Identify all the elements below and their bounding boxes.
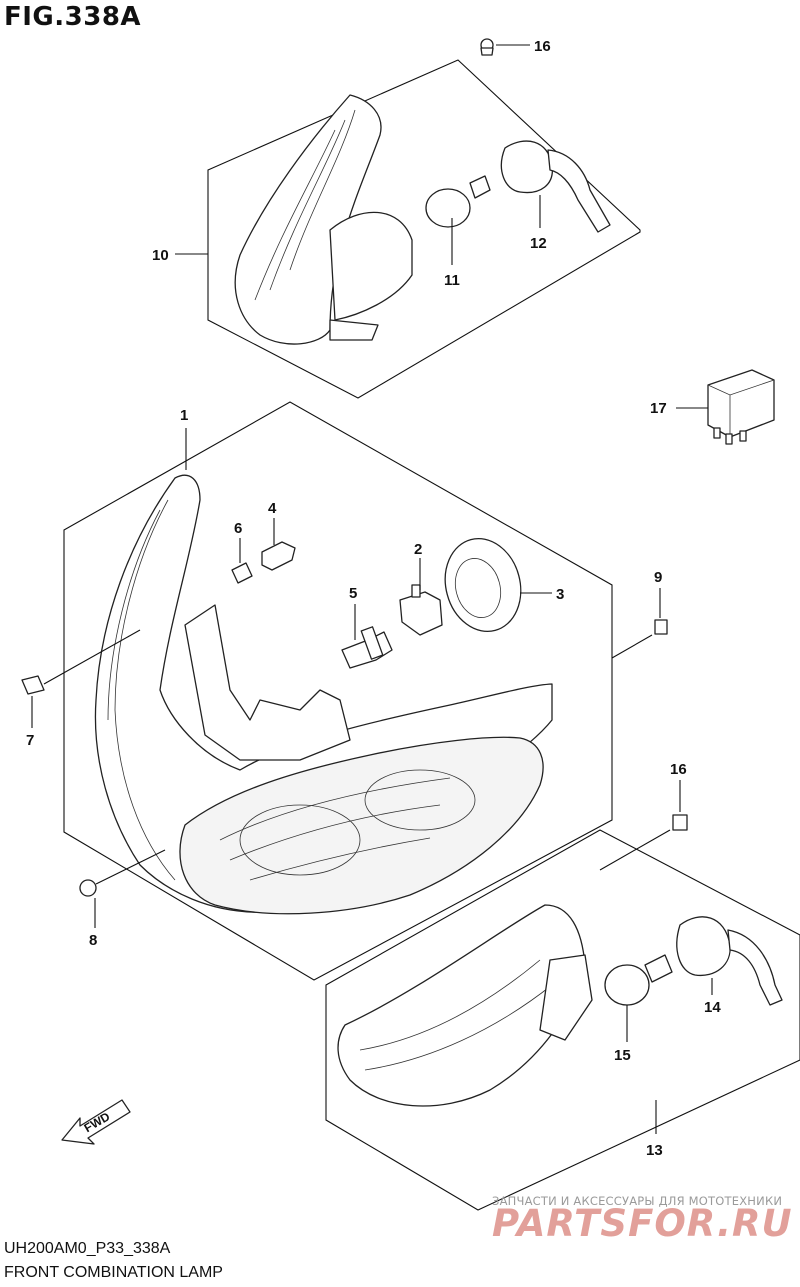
- callout-16-lower: 16: [670, 761, 687, 778]
- group-frame-lower: [325, 829, 800, 1211]
- fwd-arrow: FWD: [61, 1099, 131, 1145]
- callout-7: 7: [26, 732, 34, 749]
- socket-2: [399, 584, 443, 636]
- callout-15: 15: [614, 1047, 631, 1064]
- callout-17: 17: [650, 400, 667, 417]
- turn-signal-lens-upper: [234, 94, 382, 345]
- callout-11: 11: [444, 272, 460, 289]
- headlight-bulb-5: [341, 626, 393, 669]
- callout-14: 14: [704, 999, 721, 1016]
- screw-9: [654, 619, 668, 635]
- watermark-tagline: ЗАПЧАСТИ И АКСЕССУАРЫ ДЛЯ МОТОТЕХНИКИ: [492, 1194, 783, 1208]
- callout-13: 13: [646, 1142, 663, 1159]
- callout-10: 10: [152, 247, 169, 264]
- callout-1: 1: [180, 407, 188, 424]
- callout-16-upper: 16: [534, 38, 551, 55]
- watermark-logo: PARTSFOR.RU: [492, 1202, 793, 1245]
- group-frame-upper: [207, 59, 641, 399]
- callout-8: 8: [89, 932, 97, 949]
- group-frame-headlight: [63, 401, 613, 981]
- bulb-6: [231, 562, 253, 584]
- relay-17: [676, 369, 775, 445]
- headlight-lens: [179, 736, 544, 915]
- turn-signal-right-group: [175, 38, 641, 399]
- callout-4: 4: [268, 500, 277, 517]
- callout-12: 12: [530, 235, 547, 252]
- callout-2: 2: [414, 541, 422, 558]
- screw-16-upper: [480, 38, 494, 56]
- figure-title: FIG.338A: [4, 2, 142, 32]
- grommet-7: [21, 675, 45, 695]
- socket-12: [500, 140, 611, 233]
- callout-5: 5: [349, 585, 357, 602]
- callout-6: 6: [234, 520, 242, 537]
- turn-signal-body-upper: [329, 211, 413, 321]
- headlight-group: [21, 401, 688, 981]
- bulb-11: [425, 175, 491, 228]
- grommet-8: [79, 879, 97, 897]
- bulb-15: [604, 954, 673, 1006]
- socket-14: [676, 916, 783, 1006]
- rubber-cap-3: [444, 537, 522, 633]
- figure-name: FRONT COMBINATION LAMP: [4, 1264, 223, 1281]
- figure-code: UH200AM0_P33_338A: [4, 1240, 171, 1257]
- callout-9: 9: [654, 569, 662, 586]
- socket-4: [261, 541, 296, 571]
- callout-3: 3: [556, 586, 564, 603]
- screw-16-lower: [672, 814, 688, 831]
- turn-signal-left-group: [325, 829, 800, 1211]
